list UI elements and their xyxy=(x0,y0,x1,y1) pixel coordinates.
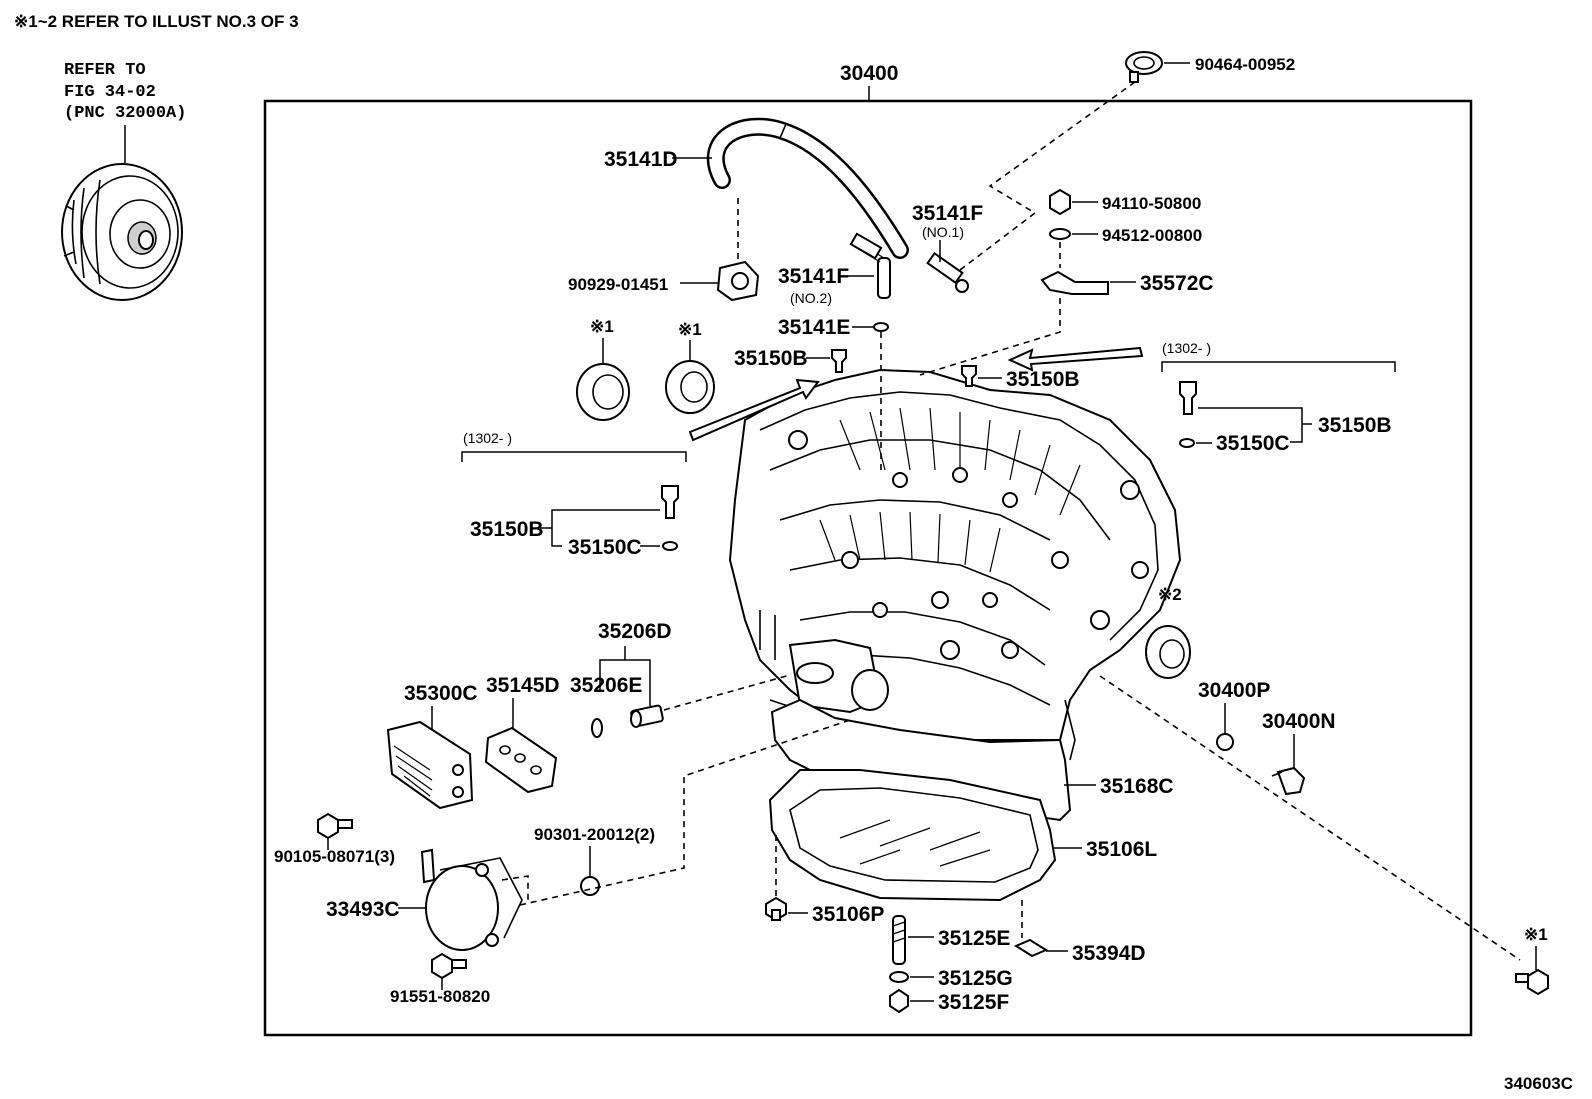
label-35150C-right: 35150C xyxy=(1216,432,1290,455)
oil-seal-1 xyxy=(576,363,630,421)
range-right: (1302- ) xyxy=(1162,340,1211,356)
clamp-90929 xyxy=(716,260,760,302)
oil-seal-3 xyxy=(1145,625,1191,679)
washer-94512 xyxy=(1049,228,1071,240)
refer-line3: (PNC 32000A) xyxy=(64,104,186,123)
label-94110-50800: 94110-50800 xyxy=(1102,194,1201,213)
label-35141E: 35141E xyxy=(778,316,850,339)
range-right-bracket xyxy=(1161,361,1396,372)
label-35168C: 35168C xyxy=(1100,775,1174,798)
oring-35150c-right xyxy=(1179,438,1195,448)
mark-seal-2: ※1 xyxy=(678,320,702,339)
label-plate-35394d xyxy=(1013,938,1049,958)
label-35141F-no1: 35141F xyxy=(912,202,983,225)
clamp-90464 xyxy=(1125,51,1163,83)
gasket-35125g xyxy=(889,971,909,983)
torque-converter-illustration xyxy=(61,163,183,301)
label-no1: (NO.1) xyxy=(922,224,964,240)
figure-code: 340603C xyxy=(1504,1074,1573,1093)
bolt-35125e xyxy=(892,915,906,965)
label-33493C: 33493C xyxy=(326,898,400,921)
transaxle-case-illustration xyxy=(728,368,1182,761)
label-35125E: 35125E xyxy=(938,927,1010,950)
label-90929-01451: 90929-01451 xyxy=(568,275,668,294)
mark-bolt: ※1 xyxy=(1524,925,1548,944)
hose-35141d xyxy=(706,117,909,259)
oil-pan-35106l xyxy=(768,769,1057,902)
washer-30400p xyxy=(1216,733,1234,751)
refer-line2: FIG 34-02 xyxy=(64,83,156,102)
label-35150B-b: 35150B xyxy=(1006,368,1080,391)
oil-cooler-33493c xyxy=(420,848,529,951)
plug-35150b-topright xyxy=(961,365,977,387)
label-90105-08071: 90105-08071(3) xyxy=(274,847,395,866)
header-note: ※1~2 REFER TO ILLUST NO.3 OF 3 xyxy=(14,12,299,31)
label-35125F: 35125F xyxy=(938,991,1009,1014)
plug-35125f xyxy=(889,988,909,1014)
fitting-35141f-no1 xyxy=(926,251,969,293)
oring-35150c-left xyxy=(662,541,678,551)
arrow-right xyxy=(1007,346,1144,372)
label-no2: (NO.2) xyxy=(790,290,832,306)
oring-90301 xyxy=(580,876,600,896)
label-35141F-no2: 35141F xyxy=(778,265,849,288)
range-left-bracket xyxy=(461,451,687,462)
label-35150C-left: 35150C xyxy=(568,536,642,559)
plug-35150b-top xyxy=(831,349,847,373)
oil-seal-2 xyxy=(665,360,715,414)
frame-label: 30400 xyxy=(840,62,898,85)
oring-35206e xyxy=(591,718,603,738)
oring-35141e xyxy=(873,322,889,332)
bolt-90105 xyxy=(317,812,353,840)
label-35125G: 35125G xyxy=(938,967,1013,990)
label-35300C: 35300C xyxy=(404,682,478,705)
label-35145D: 35145D xyxy=(486,674,560,697)
label-30400N: 30400N xyxy=(1262,710,1336,733)
fitting-35141f-no2 xyxy=(849,232,891,299)
mark-seal-3: ※2 xyxy=(1158,585,1182,604)
label-91551-80820: 91551-80820 xyxy=(390,987,490,1006)
label-94512-00800: 94512-00800 xyxy=(1102,226,1202,245)
label-35150B-left: 35150B xyxy=(470,518,544,541)
bolt-35106p xyxy=(765,896,787,922)
label-30400P: 30400P xyxy=(1198,679,1270,702)
bolt-bottom-right xyxy=(1515,968,1549,996)
plug-35150b-right xyxy=(1179,381,1197,415)
range-left: (1302- ) xyxy=(463,430,512,446)
plug-35150b-left xyxy=(661,485,679,519)
label-35106L: 35106L xyxy=(1086,838,1157,861)
filter-35300c xyxy=(386,720,474,810)
label-35206D: 35206D xyxy=(598,620,672,643)
label-35150B-a: 35150B xyxy=(734,347,808,370)
bracket-35572c xyxy=(1040,270,1109,295)
label-35141D: 35141D xyxy=(604,148,678,171)
label-35106P: 35106P xyxy=(812,903,884,926)
refer-line1: REFER TO xyxy=(64,61,146,80)
plug-30400n xyxy=(1271,766,1306,796)
label-90301-20012: 90301-20012(2) xyxy=(534,825,655,844)
label-35572C: 35572C xyxy=(1140,272,1214,295)
arrow-left xyxy=(688,378,820,442)
nut-94110 xyxy=(1049,188,1071,216)
mark-seal-1: ※1 xyxy=(590,317,614,336)
pipe-35206d xyxy=(630,704,664,728)
label-35394D: 35394D xyxy=(1072,942,1146,965)
label-35150B-right: 35150B xyxy=(1318,414,1392,437)
bolt-91551 xyxy=(431,952,467,980)
gasket-35145d xyxy=(484,726,558,794)
assembly-frame xyxy=(263,99,1473,1037)
label-35206E: 35206E xyxy=(570,674,642,697)
label-90464-00952: 90464-00952 xyxy=(1195,55,1295,74)
